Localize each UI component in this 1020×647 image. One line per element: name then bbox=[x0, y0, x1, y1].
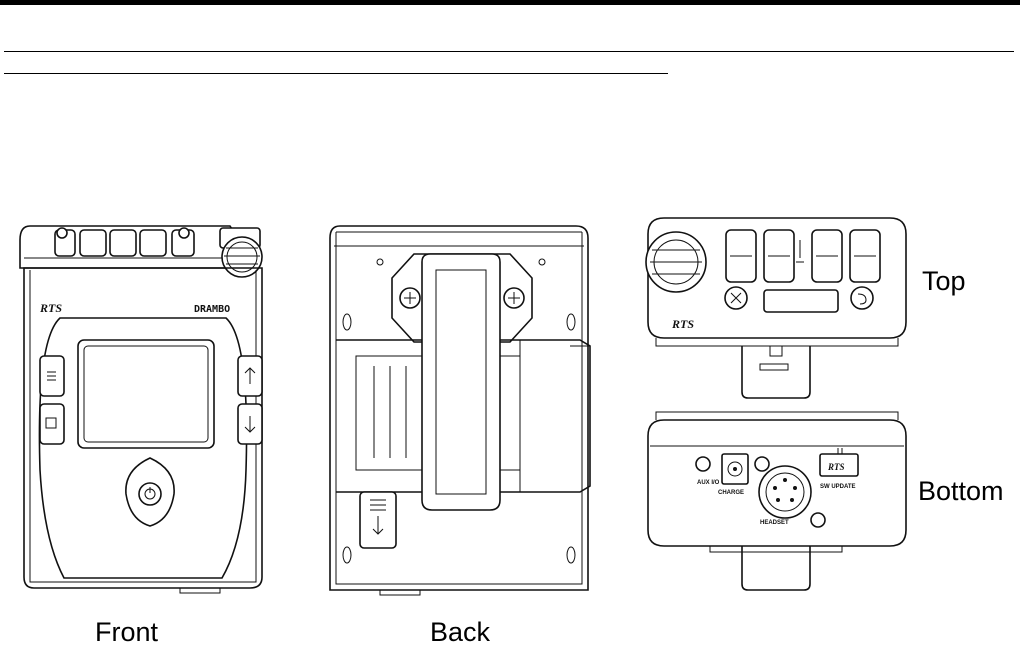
front-right-buttons bbox=[238, 356, 262, 444]
top-talk-buttons bbox=[726, 230, 880, 282]
front-caption: Front bbox=[95, 617, 158, 647]
bottom-view: AUX I/O CHARGE HEADSET RTS SW UPDATE bbox=[648, 412, 906, 590]
volume-knob bbox=[220, 228, 262, 277]
sw-update-label: SW UPDATE bbox=[820, 484, 856, 490]
front-top-buttons bbox=[55, 228, 194, 256]
back-caption: Back bbox=[430, 617, 490, 647]
bottom-brand-label: RTS bbox=[827, 462, 845, 472]
front-display bbox=[78, 340, 214, 448]
top-brand-label: RTS bbox=[671, 317, 694, 331]
charge-label: CHARGE bbox=[718, 490, 744, 496]
front-view: RTS DRAMBO bbox=[20, 226, 262, 593]
power-button bbox=[126, 458, 174, 526]
front-left-buttons bbox=[40, 356, 64, 444]
back-view bbox=[330, 226, 590, 595]
top-view: RTS bbox=[646, 218, 906, 398]
aux-label: AUX I/O bbox=[697, 480, 720, 486]
front-model-label: DRAMBO bbox=[194, 304, 230, 315]
front-brand-label: RTS bbox=[39, 301, 62, 315]
top-caption: Top bbox=[922, 266, 966, 296]
headset-label: HEADSET bbox=[760, 520, 789, 526]
bottom-caption: Bottom bbox=[918, 476, 1004, 506]
